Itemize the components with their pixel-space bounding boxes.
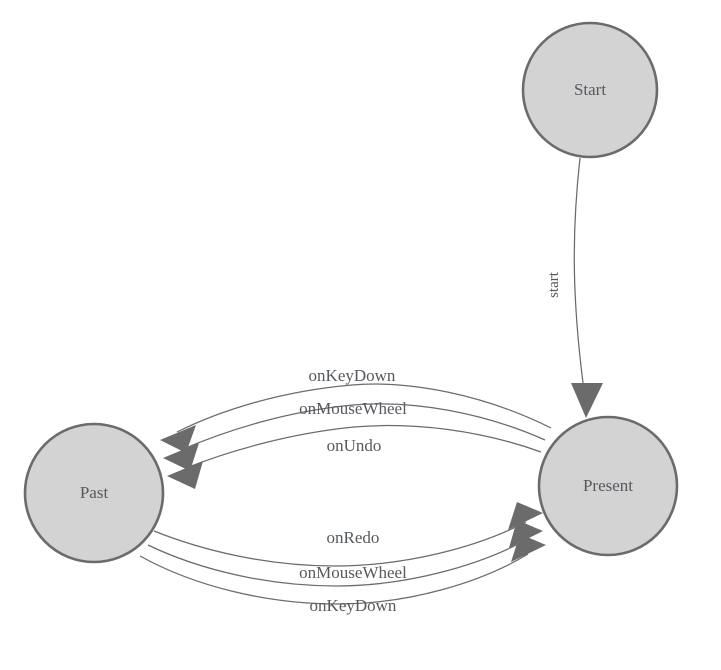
edge-present-to-past-onkeydown[interactable]: onKeyDown: [160, 366, 552, 453]
arrowhead-into-present-top: [571, 383, 603, 418]
arrowhead-into-past-1: [160, 425, 196, 453]
arrowhead-into-present-3: [511, 534, 546, 562]
edge-past-to-present-onredo[interactable]: onRedo: [153, 502, 543, 567]
node-past-circle: [23, 422, 165, 564]
edge-start-to-present-path: [573, 157, 587, 406]
edge-present-to-past-onmousewheel[interactable]: onMouseWheel: [163, 399, 546, 471]
node-past-label: Past: [80, 483, 109, 502]
edge-past-to-present-onredo-path: [153, 521, 527, 567]
edge-past-to-present-onkeydown-path: [139, 553, 529, 605]
edge-label-start: start: [546, 271, 562, 298]
node-present-circle: [537, 415, 679, 557]
edge-past-to-present-onmousewheel-path: [147, 539, 527, 587]
edge-label-past-present-onredo: onRedo: [327, 528, 380, 547]
edge-label-past-present-onkeydown: onKeyDown: [310, 596, 397, 615]
edge-label-present-past-onmousewheel: onMouseWheel: [299, 399, 407, 418]
node-present-label: Present: [583, 476, 633, 495]
node-start[interactable]: Start: [521, 21, 659, 159]
node-present[interactable]: Present: [537, 415, 679, 557]
edge-label-present-past-onkeydown: onKeyDown: [309, 366, 396, 385]
edge-past-to-present-onkeydown[interactable]: onKeyDown: [139, 534, 546, 615]
edge-label-past-present-onmousewheel: onMouseWheel: [299, 563, 407, 582]
edge-present-to-past-onundo[interactable]: onUndo: [167, 424, 542, 489]
arrowhead-into-present-2: [509, 520, 543, 548]
node-start-circle: [521, 21, 659, 159]
node-past[interactable]: Past: [23, 422, 165, 564]
edge-present-to-past-onkeydown-path: [176, 383, 552, 433]
arrowhead-into-past-3: [167, 461, 203, 489]
edge-label-present-past-onundo: onUndo: [327, 436, 382, 455]
edge-start-to-present[interactable]: start: [546, 157, 603, 418]
arrowhead-into-past-2: [163, 443, 199, 471]
node-start-label: Start: [574, 80, 606, 99]
edge-present-to-past-onundo-path: [185, 424, 542, 469]
edge-past-to-present-onmousewheel[interactable]: onMouseWheel: [147, 520, 543, 587]
edge-present-to-past-onmousewheel-path: [180, 403, 546, 451]
